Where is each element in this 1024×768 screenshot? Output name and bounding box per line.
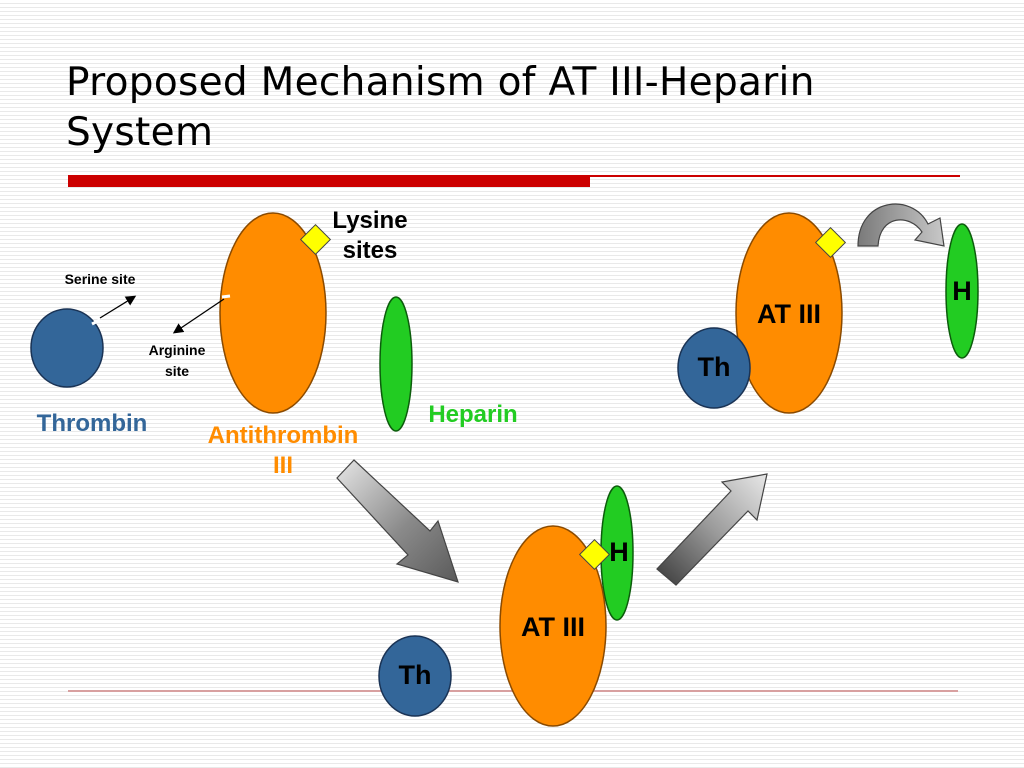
arginine-site-label: Arginine site xyxy=(137,340,217,382)
antithrombin-label-line-1: Antithrombin xyxy=(207,422,359,449)
arrow-to-release xyxy=(656,473,768,586)
title-rule-thick xyxy=(68,175,590,187)
complex-h-label: H xyxy=(609,537,629,567)
release-thrombin xyxy=(677,327,751,409)
serine-site-mark xyxy=(91,318,101,326)
heparin-ellipse xyxy=(379,296,413,432)
antithrombin-ellipse xyxy=(219,212,327,414)
lysine-sites-label-line-1: Lysine xyxy=(332,207,408,234)
complex-th-label: Th xyxy=(398,660,432,690)
release-at-iii-label: AT III xyxy=(757,299,821,329)
release-th-label: Th xyxy=(697,352,731,382)
arginine-site-label-line-1: Arginine xyxy=(148,342,206,358)
slide-title: Proposed Mechanism of AT III-Heparin Sys… xyxy=(66,58,966,158)
antithrombin-label-line-2: III xyxy=(272,452,293,479)
serine-site-pointer xyxy=(99,295,137,319)
arginine-site-pointer xyxy=(172,298,225,334)
release-antithrombin xyxy=(735,212,843,414)
antithrombin-label: Antithrombin III xyxy=(190,421,376,481)
arrow-to-complex xyxy=(336,459,459,583)
complex-antithrombin xyxy=(499,525,607,727)
arginine-site-label-line-2: site xyxy=(164,363,190,379)
lysine-site-diamond xyxy=(299,223,332,256)
complex-lysine-diamond xyxy=(578,538,611,571)
release-heparin xyxy=(945,223,979,359)
thrombin-circle xyxy=(30,308,104,388)
complex-at-iii-label: AT III xyxy=(521,612,585,642)
thrombin-label: Thrombin xyxy=(36,410,148,437)
release-lysine-diamond xyxy=(814,226,847,259)
release-h-label: H xyxy=(952,276,972,306)
complex-thrombin xyxy=(378,635,452,717)
title-rule-thin xyxy=(590,175,960,177)
slide-title-line-1: Proposed Mechanism of AT III-Heparin xyxy=(66,60,815,105)
lysine-sites-label-line-2: sites xyxy=(342,237,398,264)
slide-title-line-2: System xyxy=(66,110,214,155)
serine-site-label: Serine site xyxy=(64,271,136,287)
heparin-label: Heparin xyxy=(428,401,518,428)
heparin-release-curved-arrow xyxy=(857,203,945,247)
lysine-sites-label: Lysine sites xyxy=(320,206,420,266)
arginine-site-mark xyxy=(221,294,231,299)
